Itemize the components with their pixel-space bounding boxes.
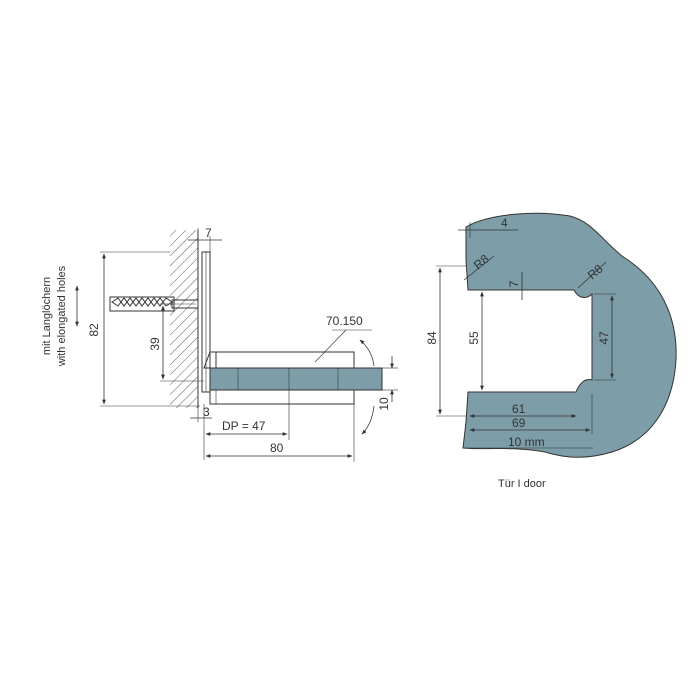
dim-dp-47: DP = 47 <box>205 368 290 440</box>
dim-length-80: 80 <box>205 404 355 462</box>
dim-hole-39: 39 <box>148 303 204 382</box>
door-dim-4-label: 4 <box>501 216 508 230</box>
door-dim-4: 4 <box>458 216 518 238</box>
dim-top-7-label: 7 <box>205 226 212 240</box>
door-dim-47: 47 <box>594 293 616 381</box>
rotation-arrow-top <box>359 339 375 367</box>
slot-note-en: with elongated holes <box>56 265 68 367</box>
door-dim-84: 84 <box>425 265 466 417</box>
door-glass-shape <box>462 212 677 458</box>
dim-dp-47-label: DP = 47 <box>222 419 266 433</box>
part-number-label: 70.150 <box>326 314 363 328</box>
side-view: mit Langlöchern with elongated holes <box>41 226 398 462</box>
slot-note-de: mit Langlöchern <box>41 277 53 355</box>
dim-height-82-label: 82 <box>87 323 101 337</box>
door-view: 4 R8 R8 7 84 55 <box>425 212 677 490</box>
dim-base-3: 3 <box>190 404 212 460</box>
door-dim-69-label: 69 <box>512 416 526 430</box>
dim-base-3-label: 3 <box>203 405 210 419</box>
clamp-top <box>215 351 355 369</box>
door-dim-61-label: 61 <box>512 402 526 416</box>
rotation-arrow-bottom <box>361 405 375 435</box>
dim-length-80-label: 80 <box>270 441 284 455</box>
dim-top-7: 7 <box>188 226 222 252</box>
dim-thickness-10-label: 10 <box>377 397 391 411</box>
door-dim-7-label: 7 <box>507 280 521 287</box>
glass-panel <box>209 367 383 391</box>
door-dim-10mm-label: 10 mm <box>508 435 545 449</box>
clamp-bottom <box>209 389 355 405</box>
door-dim-69: 69 <box>469 394 593 434</box>
door-dim-7: 7 <box>507 272 530 300</box>
door-caption: Tür I door <box>498 478 546 490</box>
dim-hole-39-label: 39 <box>148 337 162 351</box>
door-dim-47-label: 47 <box>597 331 611 345</box>
door-dim-55-label: 55 <box>467 331 481 345</box>
dim-height-82: 82 <box>87 251 200 407</box>
door-dim-55: 55 <box>467 291 484 391</box>
door-dim-10mm: 10 mm <box>463 435 593 449</box>
door-dim-84-label: 84 <box>425 331 439 345</box>
part-number: 70.150 <box>314 314 372 363</box>
wall-hatch <box>170 230 198 408</box>
dim-thickness-10: 10 <box>377 356 398 411</box>
door-dim-61: 61 <box>469 402 577 418</box>
